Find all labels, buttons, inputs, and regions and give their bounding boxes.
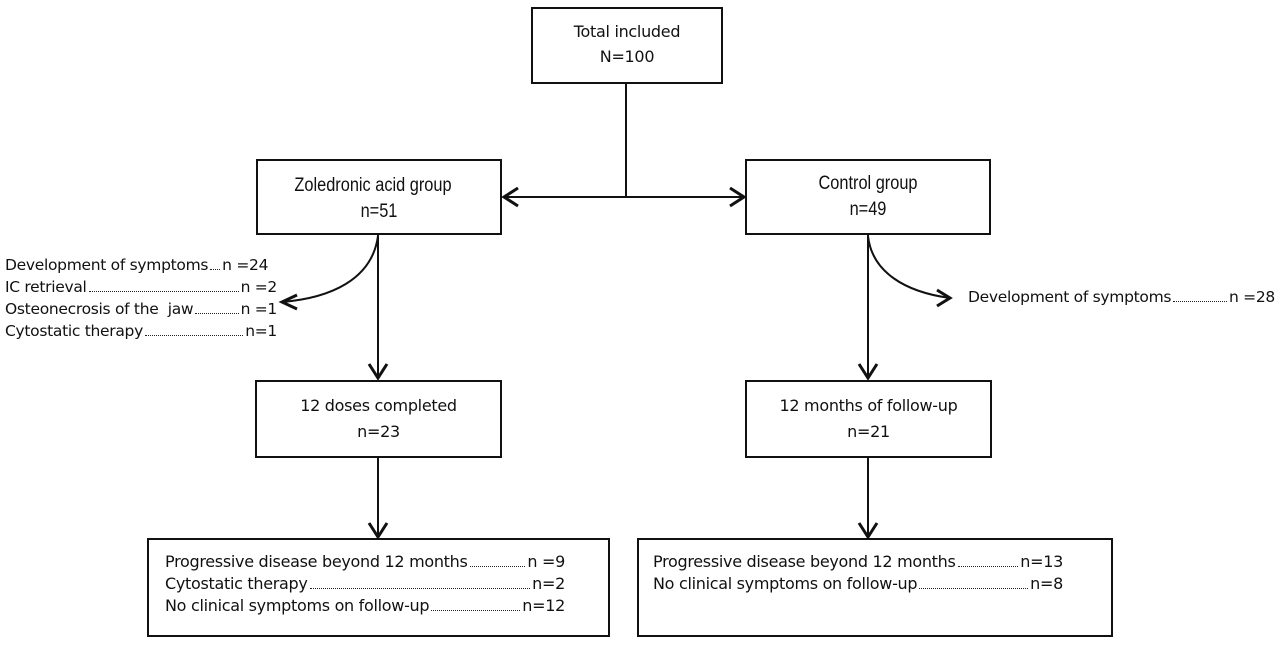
list-item-label: Progressive disease beyond 12 months [165,552,468,571]
arrowhead-down-icon [857,363,879,381]
dot-leader [957,566,1019,567]
node-title: Zoledronic acid group [294,175,452,196]
list-item-label: Osteonecrosis of the jaw [5,300,194,318]
zoledronic-outcomes-list: Progressive disease beyond 12 months n =… [165,552,565,618]
list-item-value: n=8 [1030,574,1063,593]
list-item-label: No clinical symptoms on follow-up [653,574,918,593]
list-item-label: Progressive disease beyond 12 months [653,552,956,571]
node-title: Control group [818,173,918,194]
arrowhead-right-icon [936,288,953,308]
list-item: Cytostatic therapy n=1 [5,322,277,344]
arrowhead-down-icon [857,522,879,540]
dot-leader [309,588,531,589]
list-item: Progressive disease beyond 12 months n=1… [653,552,1063,574]
node-count: n=51 [360,201,398,222]
dot-leader [195,313,239,314]
list-item: Cytostatic therapy n=2 [165,574,565,596]
list-item: Development of symptoms n =24 [5,256,277,278]
node-zoledronic-outcomes: Progressive disease beyond 12 months n =… [147,538,610,637]
node-count: n=23 [357,422,400,441]
list-item-value: n =9 [527,552,565,571]
node-title: 12 months of follow-up [779,396,958,415]
dot-leader [144,335,244,336]
node-count: n=49 [849,199,887,220]
node-count: n=21 [847,422,890,441]
node-control-outcomes: Progressive disease beyond 12 months n=1… [637,538,1113,637]
node-12-doses-completed: 12 doses completed n=23 [255,380,502,458]
node-title: Total included [573,22,681,41]
node-title: 12 doses completed [300,396,457,415]
arrowhead-down-icon [367,522,389,540]
list-item-value: n =1 [240,300,278,318]
list-item-value: n=1 [245,322,277,340]
dot-leader [469,566,526,567]
list-item-value: n =2 [240,278,278,296]
list-item-label: IC retrieval [5,278,87,296]
dot-leader [431,610,521,611]
node-total-included: Total included N=100 [531,7,723,84]
list-item-label: Development of symptoms [968,288,1172,306]
arrowhead-left-icon [278,293,298,311]
list-item: No clinical symptoms on follow-up n=12 [165,596,565,618]
list-item-value: n=12 [522,596,565,615]
list-item-value: n =24 [222,256,269,274]
arrowhead-right-icon [729,186,747,208]
edge-zoledronic-exclusions [281,235,379,303]
list-item-value: n=2 [532,574,565,593]
list-item-label: Cytostatic therapy [5,322,143,340]
arrowhead-left-icon [501,186,519,208]
zoledronic-exclusions-list: Development of symptoms n =24 IC retriev… [5,256,277,344]
dot-leader [210,269,221,270]
list-item: IC retrieval n =2 [5,278,277,300]
list-item-value: n =28 [1229,288,1275,306]
node-12-months-follow-up: 12 months of follow-up n=21 [745,380,992,458]
control-outcomes-list: Progressive disease beyond 12 months n=1… [653,552,1063,596]
list-item-value: n=13 [1020,552,1063,571]
node-count: N=100 [599,47,655,66]
dot-leader [919,588,1029,589]
list-item-label: Development of symptoms [5,256,209,274]
control-exclusions-list: Development of symptoms n =28 [968,288,1275,310]
node-zoledronic-acid-group: Zoledronic acid group n=51 [256,159,502,235]
arrowhead-down-icon [367,363,389,381]
edge-control-exclusions [867,235,951,299]
dot-leader [1173,301,1228,302]
list-item-label: No clinical symptoms on follow-up [165,596,430,615]
list-item: Osteonecrosis of the jaw n =1 [5,300,277,322]
list-item-label: Cytostatic therapy [165,574,308,593]
dot-leader [88,291,239,292]
list-item: No clinical symptoms on follow-up n=8 [653,574,1063,596]
list-item: Development of symptoms n =28 [968,288,1275,310]
list-item: Progressive disease beyond 12 months n =… [165,552,565,574]
node-control-group: Control group n=49 [745,159,991,235]
